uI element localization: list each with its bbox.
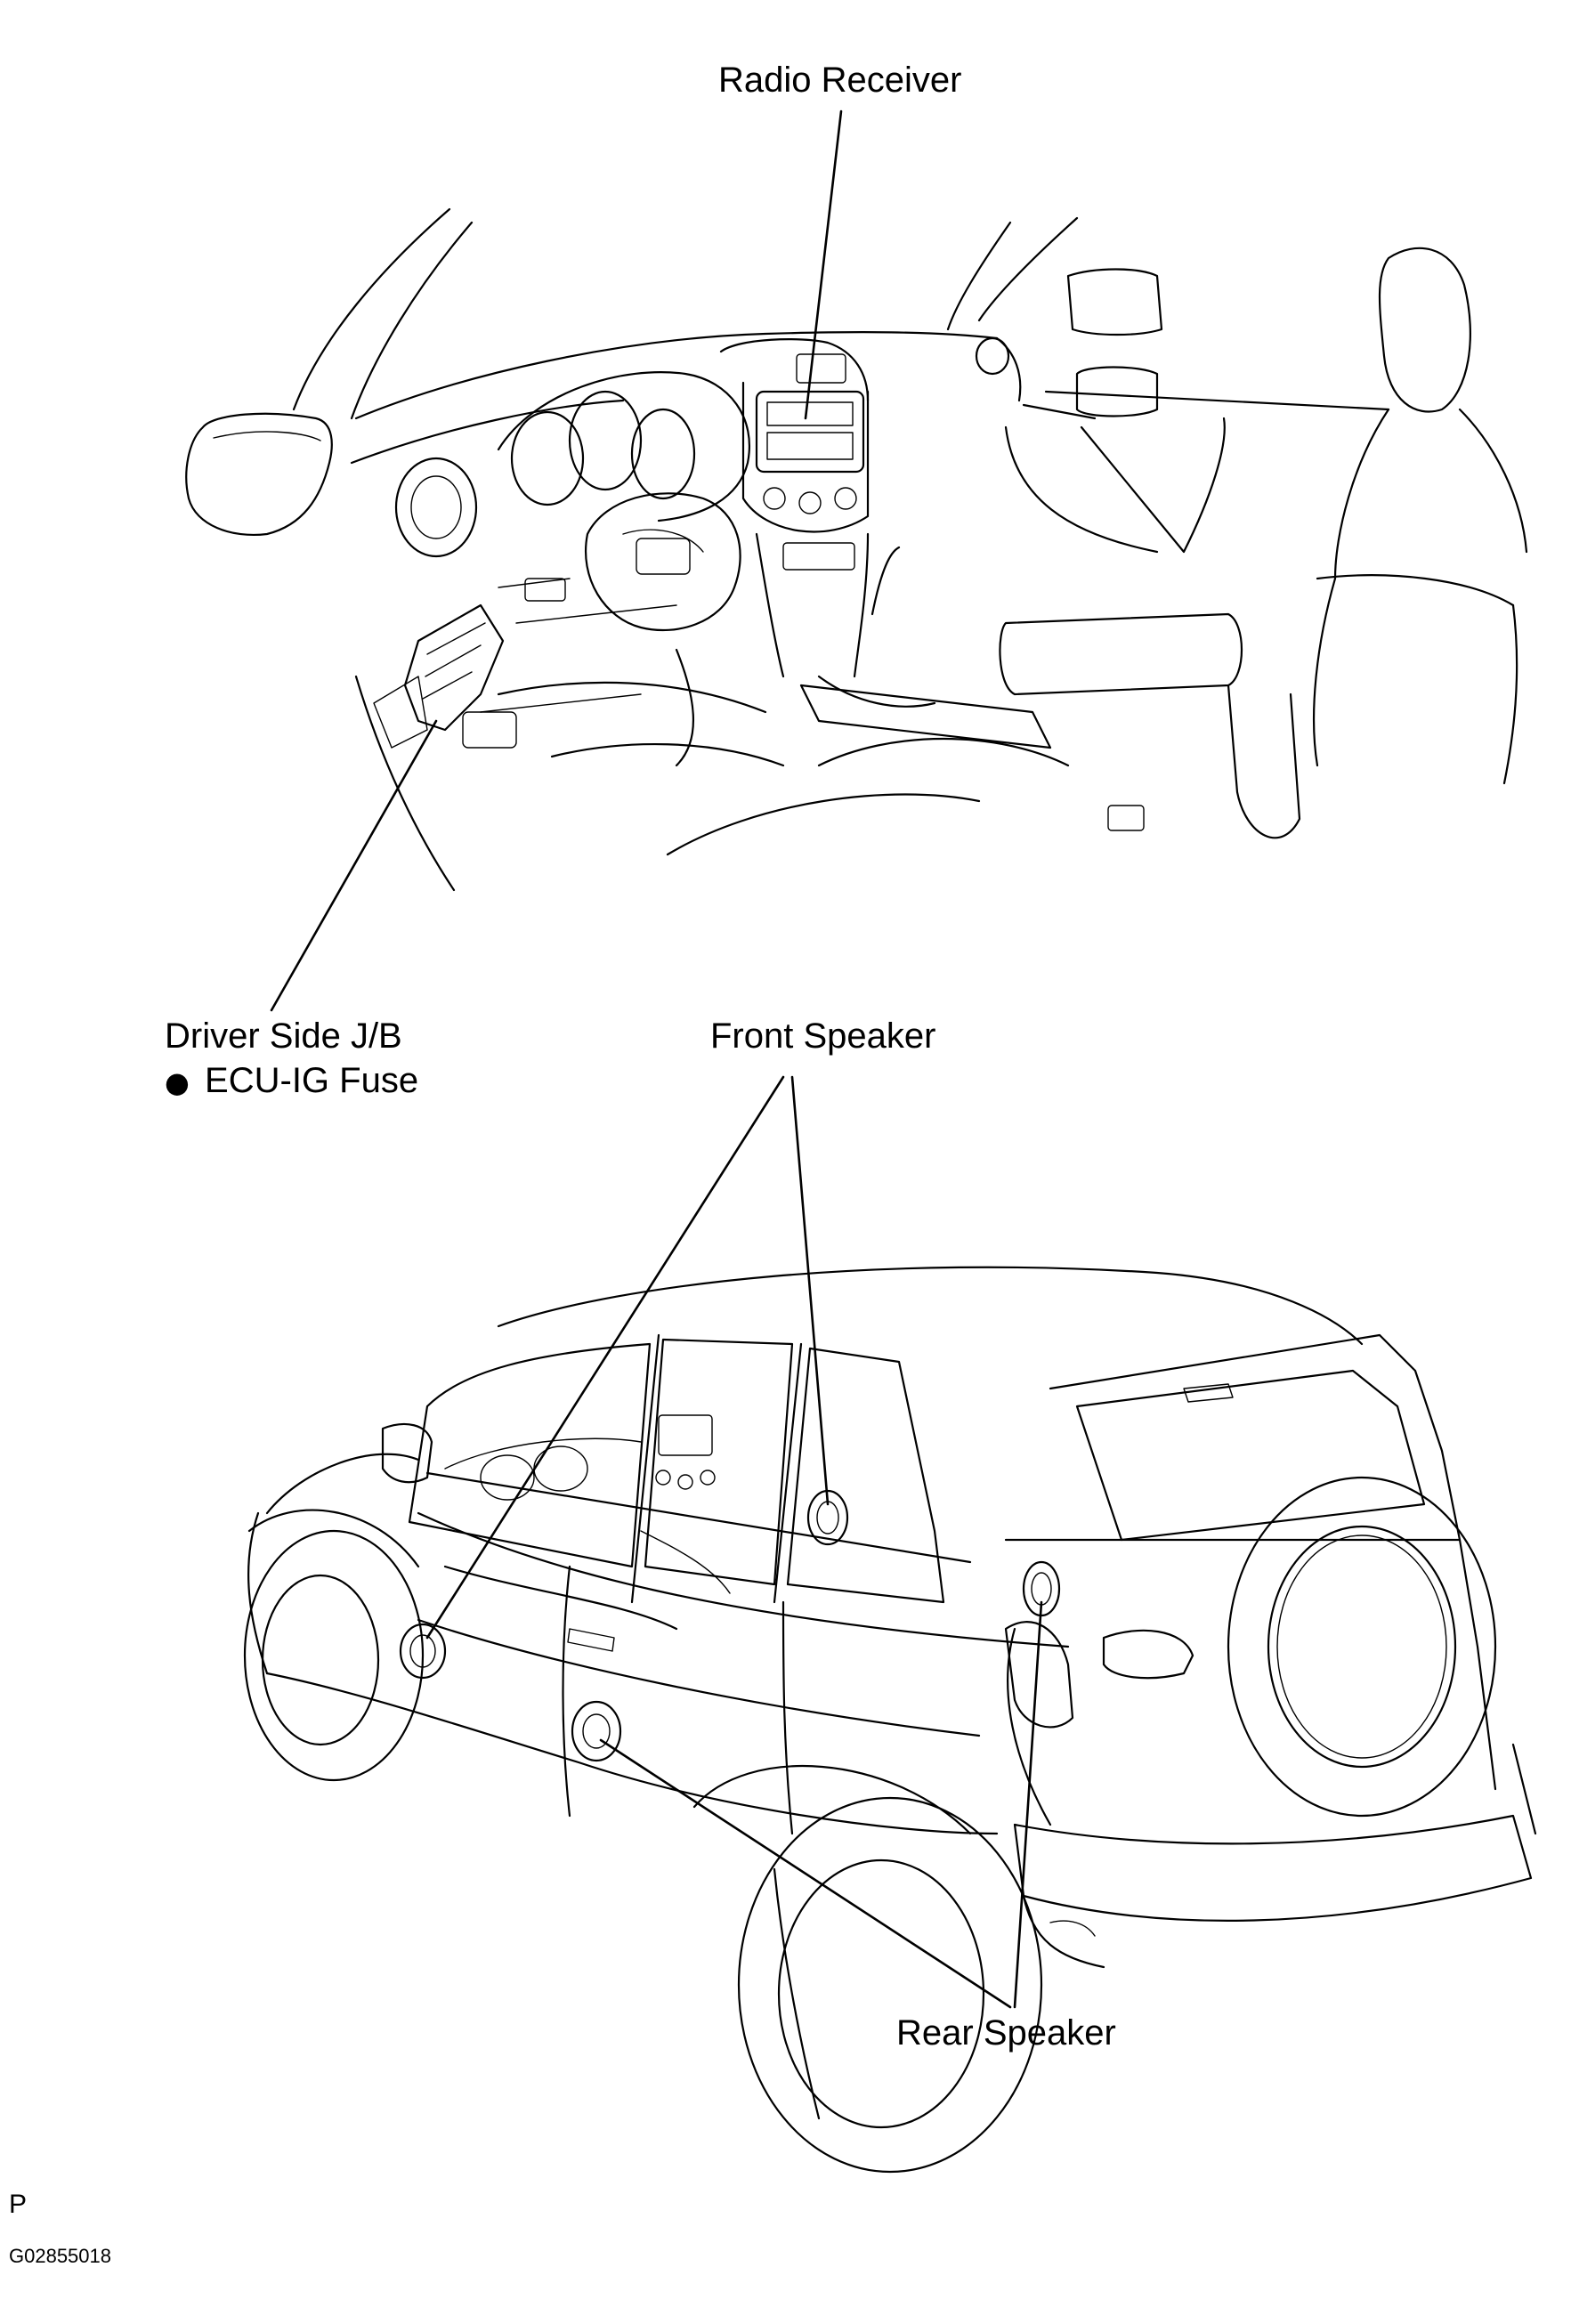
front-speaker-leader-a [425,1075,785,1640]
rear-speaker-label: Rear Speaker [896,2013,1116,2053]
rear-speaker-leader-b [1013,1600,1043,2009]
front-door-speaker [399,1623,447,1680]
interior-dashboard-drawing [185,207,1528,892]
front-speaker-label: Front Speaker [710,1016,936,1056]
radio-receiver-label: Radio Receiver [718,61,962,100]
radio-receiver-leader [804,109,843,420]
exterior-vehicle-drawing [243,1266,1537,2174]
rear-speaker-leader-a [599,1738,1012,2009]
bullet-dot: ● [165,1065,190,1099]
driver-side-jb-leader [270,719,438,1012]
figure-code: G02855018 [9,2245,111,2267]
ecu-ig-fuse-label: ECU-IG Fuse [205,1061,419,1100]
front-speaker-leader-b [790,1075,830,1506]
ecu-ig-fuse-row: ● ECU-IG Fuse [165,1059,418,1104]
driver-side-jb-label: Driver Side J/B [165,1016,402,1056]
rear-door-speaker [571,1700,622,1762]
page-letter: P [9,2190,28,2219]
